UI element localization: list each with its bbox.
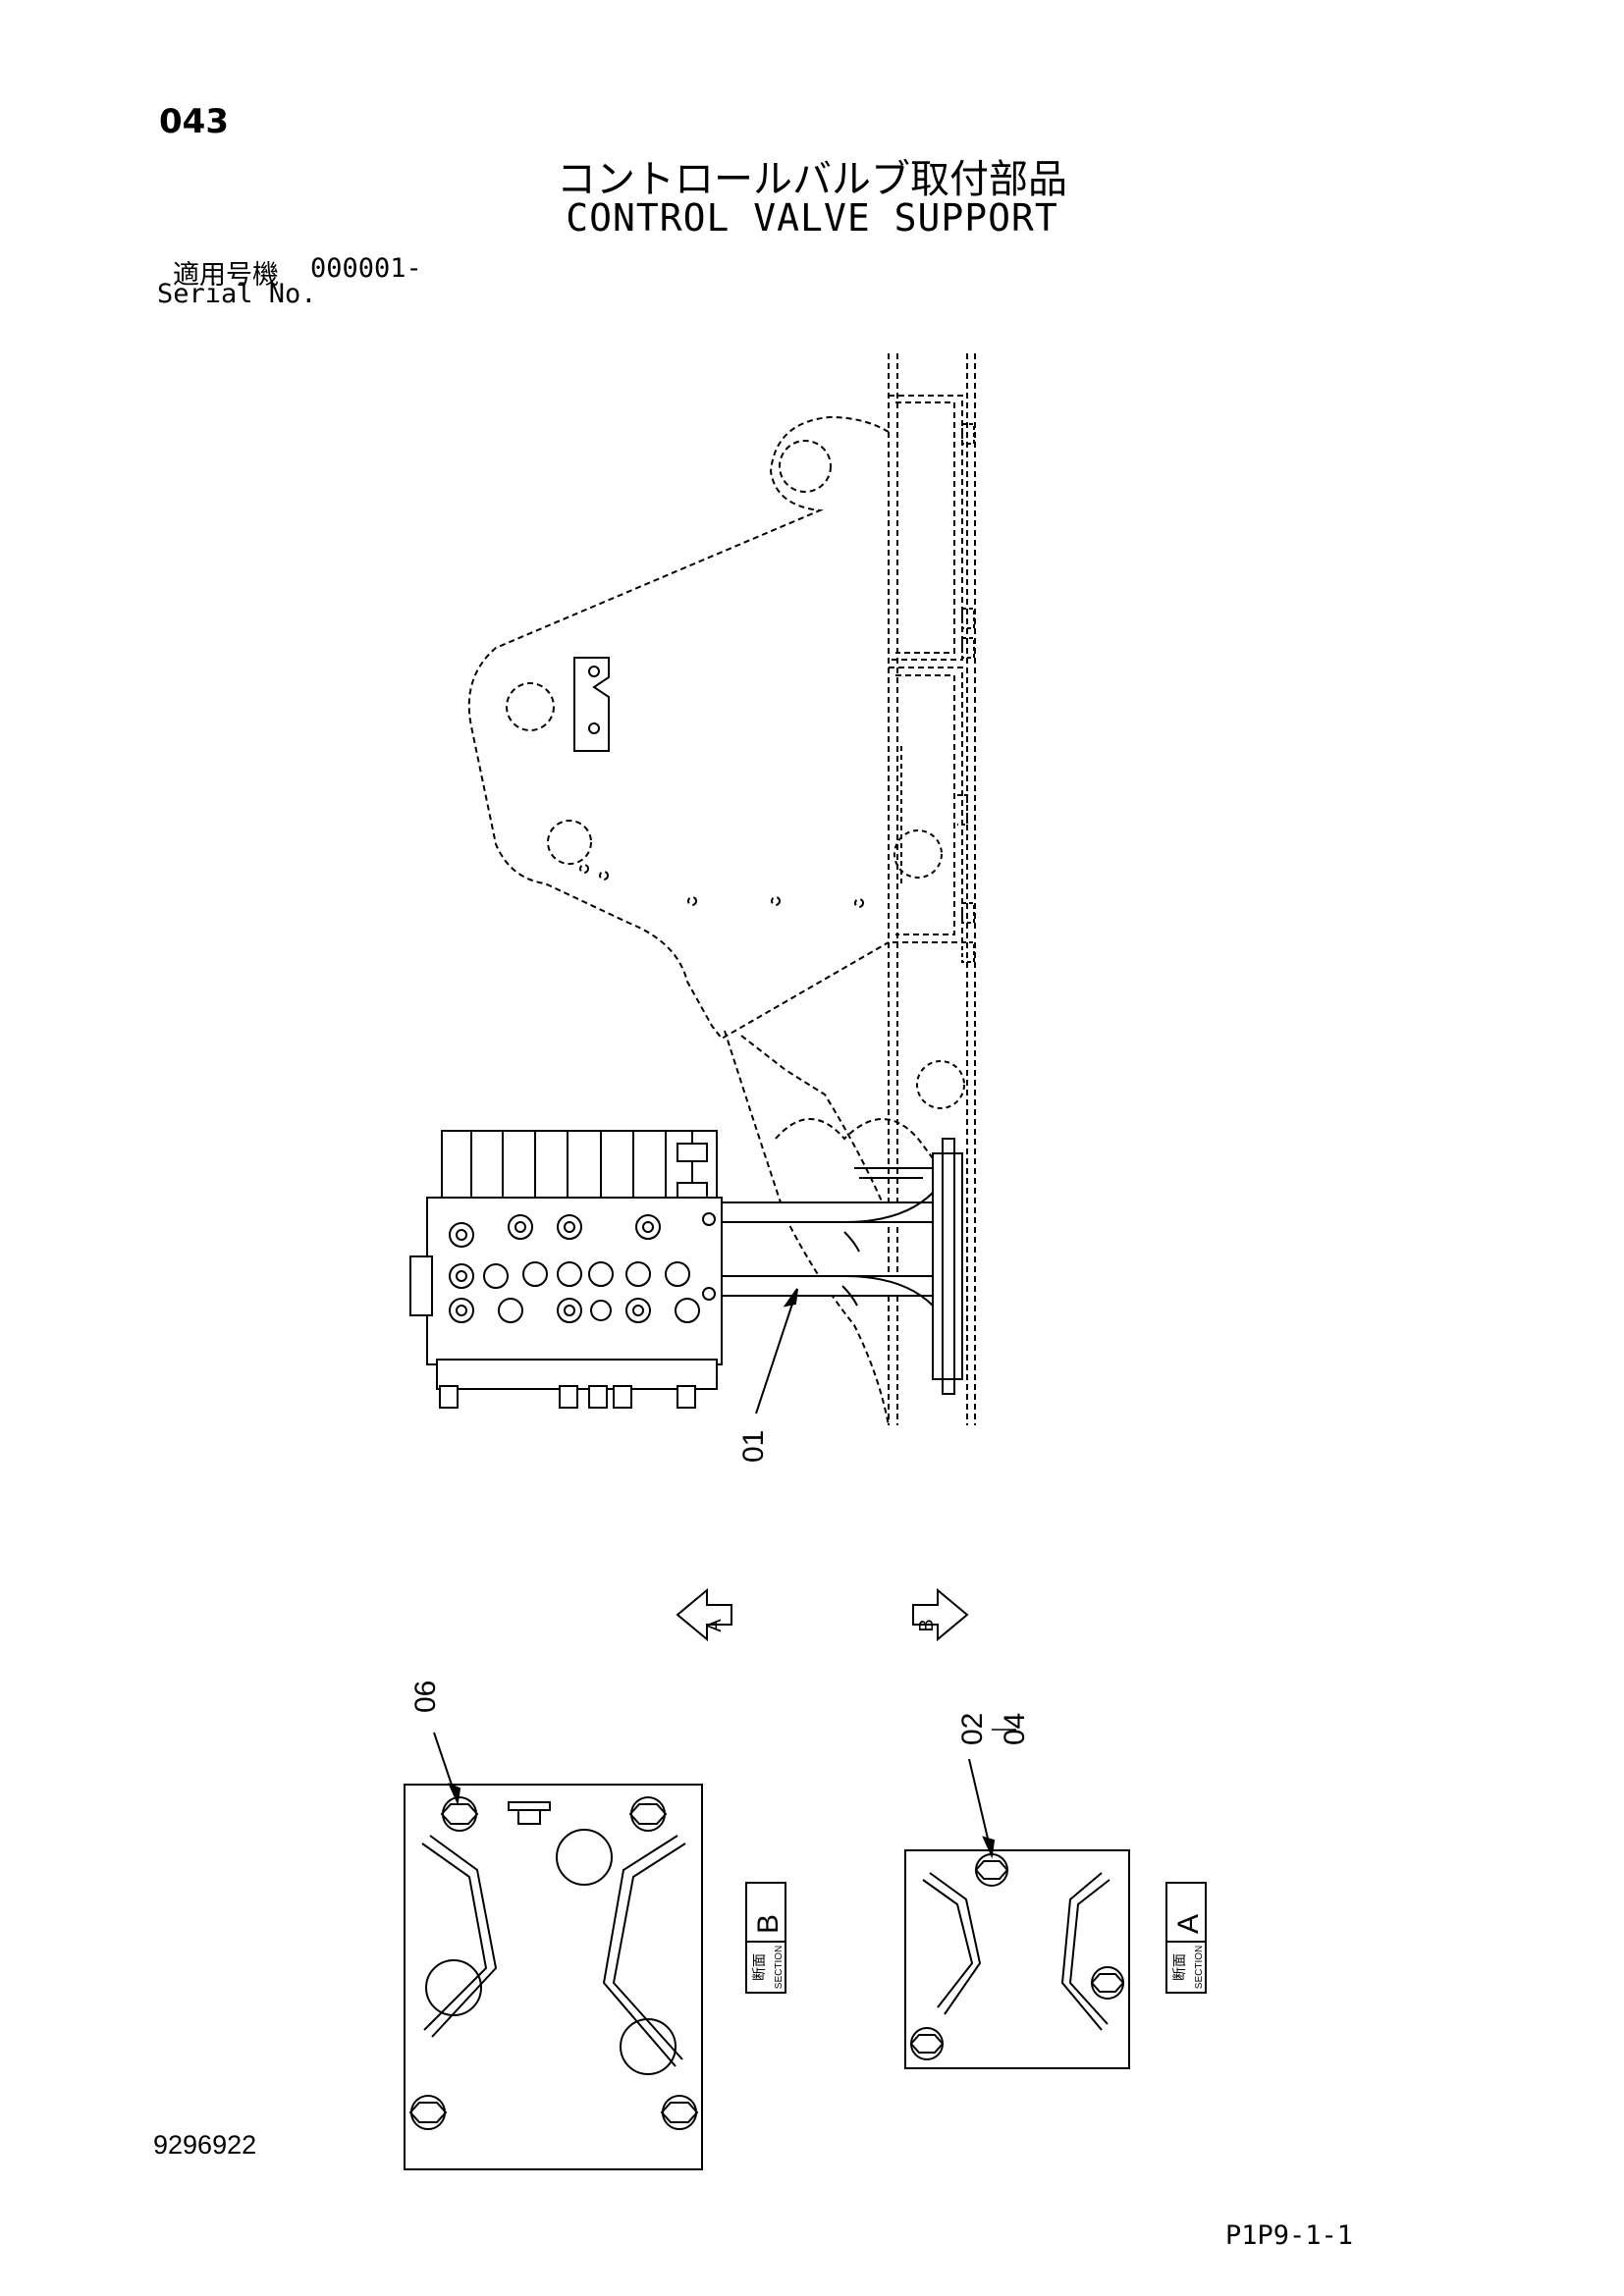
section-b-jp: 断面 [751, 1953, 767, 1981]
section-b-letter: B [752, 1914, 785, 1934]
section-a-plate [904, 1849, 1130, 2069]
view-marker-a-letter: A [704, 1619, 726, 1632]
support-arm [711, 1138, 963, 1395]
page-number: 043 [159, 102, 229, 141]
title-english: CONTROL VALVE SUPPORT [566, 196, 1058, 240]
leader-01-arrow [783, 1288, 798, 1308]
view-arrow-b [912, 1587, 969, 1642]
section-b-plate [404, 1784, 703, 2170]
section-b-en: SECTION [774, 1946, 785, 1989]
callout-02: 02 [956, 1713, 989, 1745]
title-japanese: コントロールバルブ取付部品 [557, 157, 1067, 202]
small-plate [573, 657, 610, 752]
view-arrow-a [676, 1587, 732, 1642]
sheet-number: P1P9-1-1 [1225, 2220, 1354, 2251]
control-valve [409, 1130, 723, 1409]
leader-02-04-arrow [982, 1836, 996, 1859]
document-number: 9296922 [153, 2130, 257, 2160]
callout-06: 06 [409, 1681, 442, 1713]
section-b-label-box [745, 1882, 786, 1994]
serial-label-japanese: 適用号機 [173, 260, 279, 291]
view-marker-b-letter: B [916, 1619, 938, 1631]
serial-value: 000001- [310, 253, 422, 284]
bracket-plate [467, 415, 934, 1426]
section-a-en: SECTION [1194, 1946, 1205, 1989]
leader-01 [755, 1288, 798, 1415]
serial-label-english: Serial No. [157, 279, 317, 309]
frame-member [888, 353, 976, 1425]
leader-06-arrow [448, 1783, 461, 1806]
section-a-label-box [1165, 1882, 1207, 1994]
section-a-letter: A [1172, 1914, 1205, 1934]
section-a-jp: 断面 [1171, 1953, 1187, 1981]
callout-01: 01 [737, 1430, 770, 1463]
